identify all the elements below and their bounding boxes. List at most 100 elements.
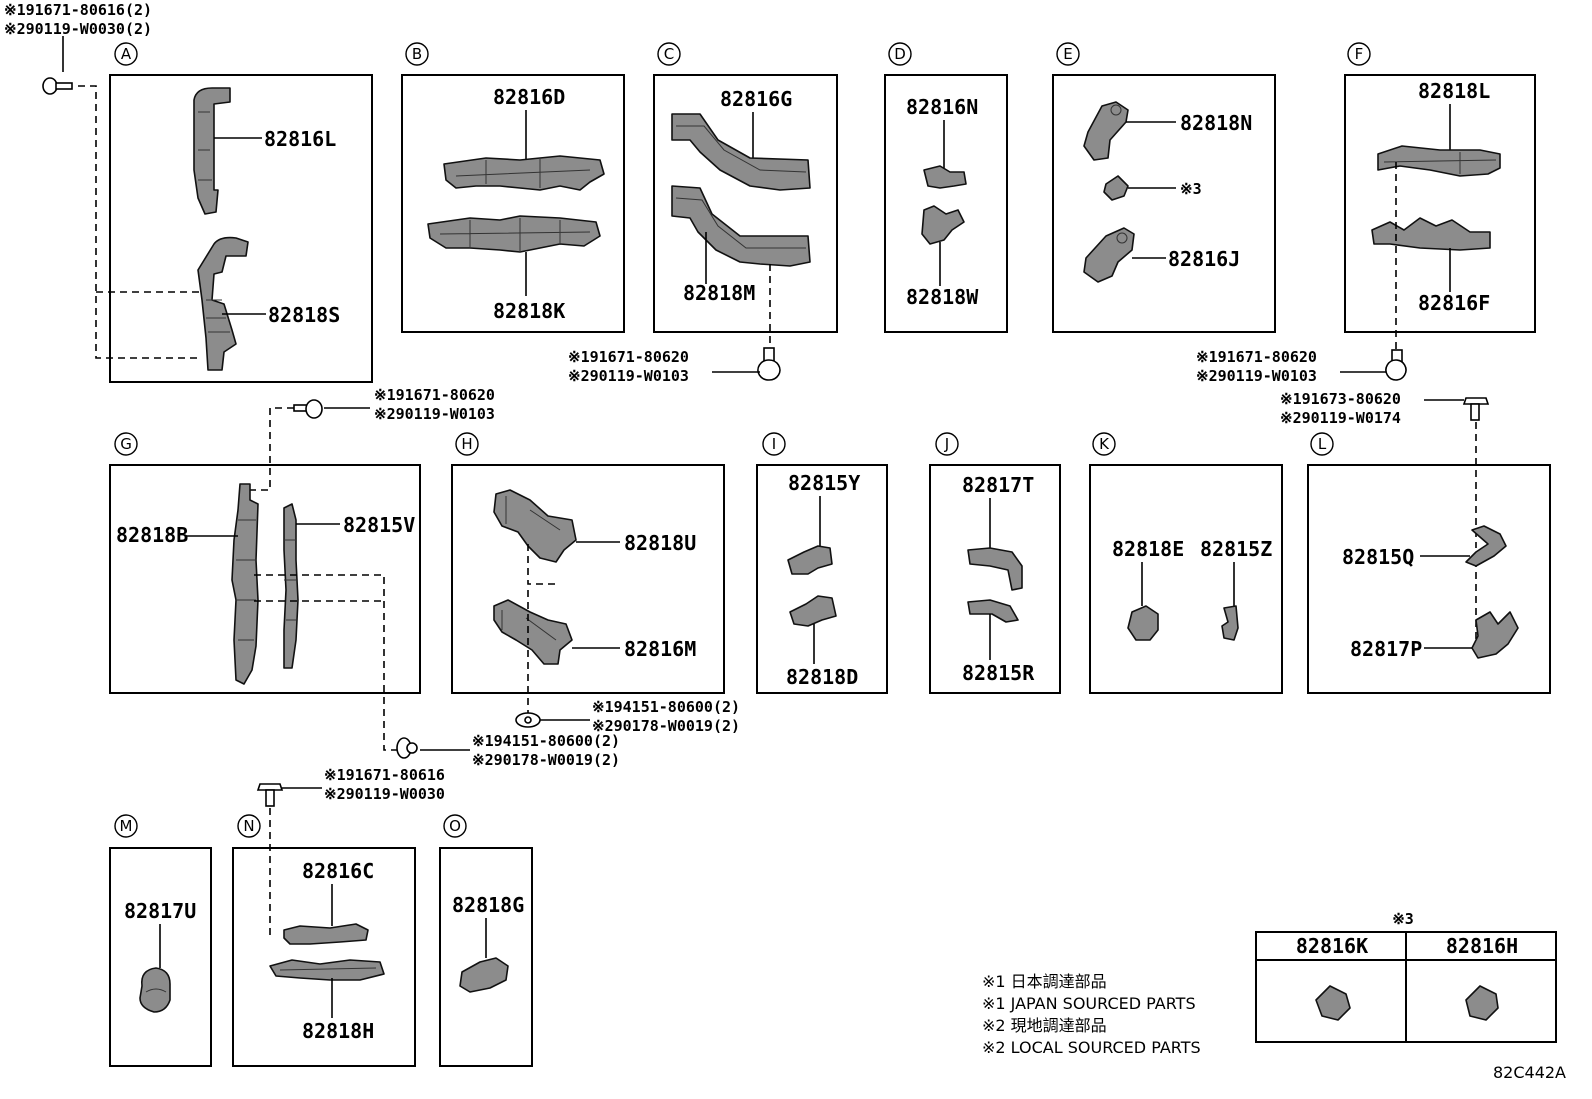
section-letter-i: I bbox=[762, 432, 786, 456]
fastener-a bbox=[42, 77, 73, 95]
part-82818S-label: 82818S bbox=[268, 303, 340, 327]
part-82816N-label: 82816N bbox=[906, 95, 978, 119]
part-82817U-label: 82817U bbox=[124, 899, 196, 923]
legend-note-2-en: ※2 LOCAL SOURCED PARTS bbox=[982, 1038, 1201, 1057]
section-letter-d: D bbox=[888, 42, 912, 66]
part-82815R-shape bbox=[967, 599, 1019, 623]
ref-gb-1: ※194151-80600(2) bbox=[472, 732, 620, 750]
ref-l-1: ※191673-80620 bbox=[1280, 390, 1401, 408]
part-82818K-label: 82818K bbox=[493, 299, 565, 323]
svg-text:H: H bbox=[461, 435, 472, 453]
section-h-frame bbox=[451, 464, 725, 694]
part-82816J-shape bbox=[1083, 227, 1135, 283]
section-letter-f: F bbox=[1347, 42, 1371, 66]
part-82816G-shape bbox=[671, 113, 811, 191]
fastener-g-bottom bbox=[396, 737, 418, 759]
ref-a-2: ※290119-W0030(2) bbox=[4, 20, 152, 38]
part-82815Y-shape bbox=[787, 545, 833, 575]
part-82816M-shape bbox=[493, 599, 573, 665]
part-82818H-shape bbox=[269, 959, 385, 981]
part-82818U-shape bbox=[493, 489, 577, 563]
legend-note-1-en: ※1 JAPAN SOURCED PARTS bbox=[982, 994, 1196, 1013]
ref-g-2: ※290119-W0103 bbox=[374, 405, 495, 423]
section-letter-a: A bbox=[114, 42, 138, 66]
ref-gb-2: ※290178-W0019(2) bbox=[472, 751, 620, 769]
part-82816C-shape bbox=[283, 923, 369, 945]
fastener-n bbox=[256, 783, 284, 807]
ref-e-3: ※3 bbox=[1180, 180, 1202, 198]
svg-text:L: L bbox=[1318, 435, 1327, 453]
part-82815Q-label: 82815Q bbox=[1342, 545, 1414, 569]
part-82817P-label: 82817P bbox=[1350, 637, 1422, 661]
section-d-frame bbox=[884, 74, 1008, 333]
svg-text:K: K bbox=[1099, 435, 1110, 453]
part-82818E-shape bbox=[1127, 605, 1159, 641]
section-c-frame bbox=[653, 74, 838, 333]
section-b-frame bbox=[401, 74, 625, 333]
svg-text:A: A bbox=[121, 45, 132, 63]
part-82816F-shape bbox=[1371, 217, 1491, 251]
part-82815Y-label: 82815Y bbox=[788, 471, 860, 495]
part-82818E-label: 82818E bbox=[1112, 537, 1184, 561]
part-82818W-label: 82818W bbox=[906, 285, 979, 309]
ref-n-1: ※191671-80616 bbox=[324, 766, 445, 784]
legend-note-2-ja: ※2 現地調達部品 bbox=[982, 1016, 1107, 1035]
part-82816H-shape bbox=[1465, 985, 1499, 1021]
section-n-frame bbox=[232, 847, 416, 1067]
note-3-clip-shape bbox=[1103, 175, 1129, 201]
svg-text:I: I bbox=[772, 435, 776, 453]
section-letter-n: N bbox=[237, 814, 261, 838]
svg-text:D: D bbox=[894, 45, 906, 63]
part-82816G-label: 82816G bbox=[720, 87, 792, 111]
part-82816N-shape bbox=[923, 165, 967, 189]
note-3-box-label: ※3 bbox=[1392, 910, 1414, 928]
part-82818U-label: 82818U bbox=[624, 531, 696, 555]
section-m-frame bbox=[109, 847, 212, 1067]
section-j-frame bbox=[929, 464, 1061, 694]
section-l-frame bbox=[1307, 464, 1551, 694]
section-letter-o: O bbox=[443, 814, 467, 838]
ref-a-1: ※191671-80616(2) bbox=[4, 1, 152, 19]
part-82815Q-shape bbox=[1465, 525, 1507, 567]
part-82816K-label: 82816K bbox=[1296, 934, 1368, 958]
part-82818L-label: 82818L bbox=[1418, 79, 1490, 103]
ref-c-2: ※290119-W0103 bbox=[568, 367, 689, 385]
legend-note-1-ja: ※1 日本調達部品 bbox=[982, 972, 1107, 991]
ref-n-2: ※290119-W0030 bbox=[324, 785, 445, 803]
diagram-code: 82C442A bbox=[1493, 1063, 1566, 1082]
svg-text:E: E bbox=[1063, 45, 1072, 63]
part-82816H-label: 82816H bbox=[1446, 934, 1518, 958]
part-82818G-label: 82818G bbox=[452, 893, 524, 917]
ref-f-2: ※290119-W0103 bbox=[1196, 367, 1317, 385]
part-82816C-label: 82816C bbox=[302, 859, 374, 883]
note-3-box bbox=[1255, 931, 1557, 1043]
section-letter-m: M bbox=[114, 814, 138, 838]
section-o-frame bbox=[439, 847, 533, 1067]
part-82816K-shape bbox=[1315, 985, 1351, 1021]
section-e-frame bbox=[1052, 74, 1276, 333]
section-g-frame bbox=[109, 464, 421, 694]
part-82818H-label: 82818H bbox=[302, 1019, 374, 1043]
part-82818S-shape bbox=[197, 236, 249, 371]
svg-text:J: J bbox=[944, 435, 949, 453]
fastener-g bbox=[293, 399, 323, 419]
part-82815V-label: 82815V bbox=[343, 513, 415, 537]
part-82816M-label: 82816M bbox=[624, 637, 696, 661]
part-82818K-shape bbox=[427, 215, 601, 253]
svg-text:N: N bbox=[243, 817, 254, 835]
section-letter-j: J bbox=[935, 432, 959, 456]
section-letter-c: C bbox=[657, 42, 681, 66]
svg-text:O: O bbox=[449, 817, 461, 835]
part-82815Z-label: 82815Z bbox=[1200, 537, 1272, 561]
ref-h-2: ※290178-W0019(2) bbox=[592, 717, 740, 735]
ref-g-1: ※191671-80620 bbox=[374, 386, 495, 404]
ref-c-1: ※191671-80620 bbox=[568, 348, 689, 366]
ref-f-1: ※191671-80620 bbox=[1196, 348, 1317, 366]
part-82815V-shape bbox=[283, 503, 299, 669]
fastener-l bbox=[1462, 397, 1490, 421]
section-i-frame bbox=[756, 464, 888, 694]
svg-text:M: M bbox=[120, 817, 133, 835]
part-82816D-label: 82816D bbox=[493, 85, 565, 109]
part-82815R-label: 82815R bbox=[962, 661, 1035, 685]
